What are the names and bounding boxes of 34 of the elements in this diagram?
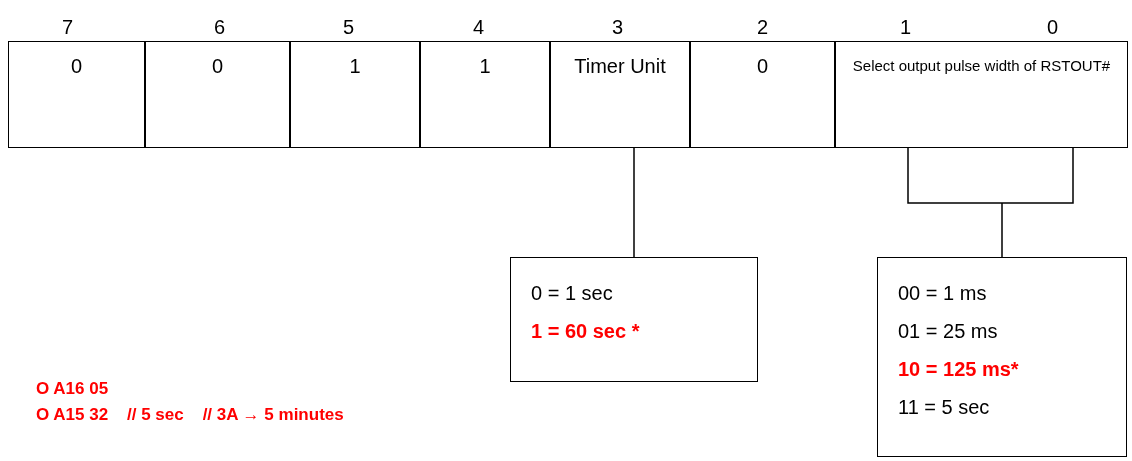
bit-number: 0 [1047, 15, 1059, 40]
value-text: 10 = 125 ms* [898, 357, 1020, 382]
bit-number: 7 [62, 15, 74, 40]
command-text: O A16 05 [36, 378, 109, 400]
value-text: 11 = 5 sec [898, 395, 991, 420]
bit-number: 3 [612, 15, 624, 40]
value-text: 0 = 1 sec [531, 281, 614, 306]
cell-text: 1 [349, 54, 361, 79]
register-cell [835, 41, 1128, 148]
connector-line [907, 147, 1074, 258]
command-text: O A15 32 // 5 sec // 3A → 5 minutes [36, 404, 344, 426]
bit-number: 2 [757, 15, 769, 40]
register-cell [290, 41, 420, 148]
connector-line [633, 147, 635, 258]
cell-text: Timer Unit [574, 54, 666, 79]
register-cell [8, 41, 145, 148]
value-box [510, 257, 758, 382]
cell-text: 0 [756, 54, 769, 79]
bit-number: 1 [900, 15, 912, 40]
value-text: 00 = 1 ms [898, 281, 988, 306]
register-cell [550, 41, 690, 148]
bit-number: 4 [473, 15, 485, 40]
register-cell [145, 41, 290, 148]
bit-number: 6 [214, 15, 226, 40]
cell-text: Select output pulse width of RSTOUT# [851, 56, 1112, 76]
value-text: 1 = 60 sec * [531, 319, 641, 344]
cell-text: 0 [211, 54, 224, 79]
value-box [877, 257, 1127, 457]
cell-text: 1 [479, 54, 491, 79]
bit-number: 5 [343, 15, 355, 40]
register-cell [690, 41, 835, 148]
value-text: 01 = 25 ms [898, 319, 999, 344]
register-cell [420, 41, 550, 148]
cell-text: 0 [70, 54, 83, 79]
